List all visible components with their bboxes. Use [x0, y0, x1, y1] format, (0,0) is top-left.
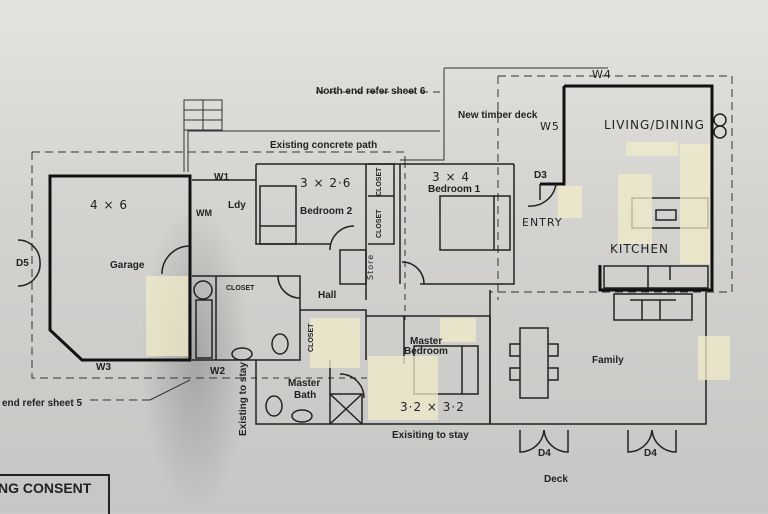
closet-label: CLOSET — [376, 209, 383, 238]
window-w5: W5 — [540, 120, 560, 133]
living-dining-label: LIVING/DINING — [604, 118, 705, 132]
south-note: end refer sheet 5 — [2, 398, 83, 409]
kitchen-label: KITCHEN — [610, 242, 669, 256]
deck-label: Deck — [544, 474, 568, 485]
garage-label: Garage — [110, 260, 145, 271]
master-bath-label-2: Bath — [294, 390, 317, 401]
window-w4: W4 — [592, 68, 612, 81]
tape-strip — [558, 186, 582, 218]
new-deck-note: New timber deck — [458, 110, 538, 121]
window-w3: W3 — [96, 362, 111, 373]
master-bedroom-label-2: Bedroom — [404, 346, 448, 357]
tape-strip — [626, 142, 678, 156]
washing-machine-label: WM — [196, 208, 212, 218]
tape-strip — [618, 174, 652, 244]
tape-strip — [698, 336, 730, 380]
closet-label: CLOSET — [308, 323, 315, 352]
entry-label: ENTRY — [522, 216, 563, 229]
store-label: Store — [366, 253, 375, 280]
door-d3: D3 — [534, 170, 547, 181]
tape-strip — [146, 276, 188, 356]
existing-left-note: Existing to stay — [238, 362, 249, 436]
bedroom1-label: Bedroom 1 — [428, 184, 481, 195]
tape-strip — [440, 318, 476, 342]
tape-strip — [368, 356, 438, 420]
door-d4-right: D4 — [644, 448, 657, 459]
bedroom1-size: 3 × 4 — [432, 170, 470, 184]
bedroom2-size: 3 × 2·6 — [300, 176, 352, 190]
path-note: Existing concrete path — [270, 140, 378, 151]
consent-title-block: NG CONSENT — [0, 474, 110, 514]
bedroom2-label: Bedroom 2 — [300, 206, 353, 217]
master-bath-label-1: Master — [288, 378, 321, 389]
window-w2: W2 — [210, 366, 225, 377]
north-note: North end refer sheet 6 — [316, 86, 426, 97]
door-d5: D5 — [16, 258, 29, 269]
hall-label: Hall — [318, 290, 337, 301]
master-bedroom-size: 3·2 × 3·2 — [400, 400, 465, 414]
closet-label: CLOSET — [376, 167, 383, 196]
scan-smudge — [140, 200, 250, 512]
tape-strip — [680, 144, 710, 264]
garage-size: 4 × 6 — [90, 198, 128, 212]
window-w1: W1 — [214, 172, 229, 183]
laundry-label: Ldy — [228, 200, 246, 211]
family-label: Family — [592, 355, 624, 366]
existing-bottom-note: Exisiting to stay — [392, 430, 469, 441]
closet-label: CLOSET — [226, 285, 255, 292]
door-d4-left: D4 — [538, 448, 551, 459]
tape-strip — [310, 318, 360, 368]
master-bedroom-label-1: Master — [410, 336, 443, 347]
